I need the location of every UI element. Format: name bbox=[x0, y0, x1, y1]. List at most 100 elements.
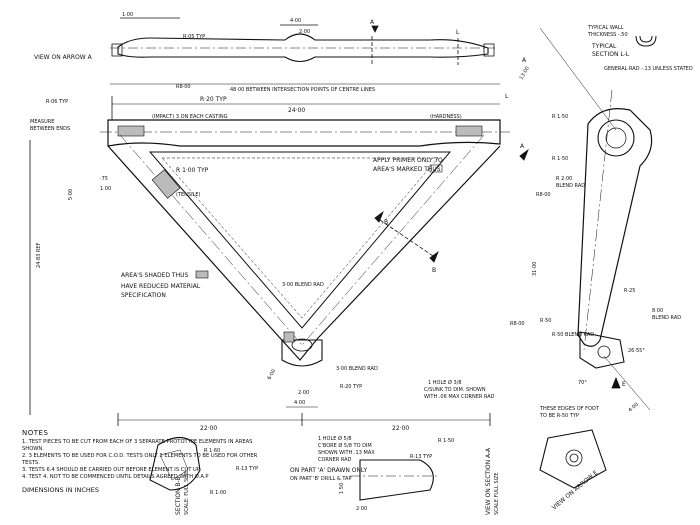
hole-b-3: SHOWN WITH .13 MAX bbox=[318, 450, 375, 456]
drawn-only-2: ON PART 'B' DRILL & TAP bbox=[290, 476, 351, 482]
dim-22-b: 22·00 bbox=[392, 425, 409, 432]
section-aa-scale: SCALE FULL SIZE bbox=[494, 472, 500, 515]
foot-note-2: TO BE R-50 TYP bbox=[539, 413, 579, 419]
r2-side: R 2·00 bbox=[556, 176, 572, 182]
r160-b: R 1·60 bbox=[204, 448, 220, 454]
section-bb-title: SECTION B-B bbox=[175, 476, 182, 515]
section-bb-scale: SCALE: FULL SIZE bbox=[184, 471, 190, 515]
view-arrow-a-title: VIEW ON ARROW A bbox=[34, 54, 93, 61]
section-aa-title: VIEW ON SECTION A-A bbox=[485, 447, 492, 515]
dim-4a: 4·00 bbox=[290, 18, 301, 24]
note-item: 2. 3 ELEMENTS TO BE USED FOR C.O.D. TEST… bbox=[22, 453, 258, 466]
hole-label-3: WITH .06 MAX CORNER RAD bbox=[424, 394, 495, 400]
side-view: TYPICAL WALL THICKNESS -.50 TYPICAL SECT… bbox=[505, 25, 693, 414]
primer-label-1: APPLY PRIMER ONLY TO bbox=[373, 157, 443, 164]
measure-label-2: BETWEEN ENDS bbox=[30, 126, 70, 132]
hole-b-1: 1 HOLE Ø 5/8 bbox=[318, 435, 352, 442]
section-ll-title-1: TYPICAL bbox=[591, 43, 617, 50]
dim-1-00-left: 1·00 bbox=[100, 186, 111, 192]
r8-blend-side: 8·00 bbox=[652, 308, 663, 314]
marker-b-2: B bbox=[432, 267, 436, 274]
marker-e: E bbox=[622, 381, 626, 388]
arrow-e-view: THESE EDGES OF FOOT TO BE R-50 TYP VIEW … bbox=[539, 406, 607, 512]
dim-24: 24·00 bbox=[288, 107, 305, 114]
notes-list: 1. TEST PIECES TO BE CUT FROM EACH OF 3 … bbox=[22, 439, 262, 481]
hole-label-2: C/SUNK TO DIM. SHOWN bbox=[424, 387, 486, 393]
note-item: 4. TEST 4. NOT TO BE COMMENCED UNTIL DET… bbox=[22, 474, 209, 480]
dim-r1-typ: R 1·00 TYP bbox=[176, 167, 209, 174]
primer-label-2: AREA'S MARKED THUS bbox=[373, 166, 441, 173]
r100-b: R 1·00 bbox=[210, 490, 226, 496]
blend-rad-side: R·50 BLEND RAD bbox=[552, 332, 594, 338]
deg-side: 26·55° bbox=[628, 348, 645, 354]
marker-a-right-2: A bbox=[522, 57, 527, 64]
dim-r8-top: R8·00 bbox=[176, 84, 191, 90]
general-rad: GENERAL RAD -.13 UNLESS STATED bbox=[604, 66, 693, 72]
dim-2b: 2·00 bbox=[298, 390, 309, 396]
section-ll-title-2: SECTION L-L bbox=[592, 51, 630, 58]
marker-a-top: A bbox=[370, 19, 375, 26]
marker-b-1: B bbox=[384, 219, 388, 226]
r13-b: R·13 TYP bbox=[236, 466, 258, 472]
note-item: 1. TEST PIECES TO BE CUT FROM EACH OF 3 … bbox=[22, 439, 253, 452]
r150-side: R 1·50 bbox=[552, 114, 568, 120]
hole-b-2: C'BORE Ø 5/8 TO DIM bbox=[318, 442, 372, 449]
blend-rad-top: BLEND RAD bbox=[556, 183, 585, 189]
shaded-label-3: SPECIFICATION bbox=[121, 292, 166, 299]
dim-6: 6·00 bbox=[267, 368, 278, 381]
dim-75-left: ·75 bbox=[100, 176, 108, 182]
hardness-label: (HARDNESS) bbox=[430, 114, 462, 120]
hole-label-1: 1 HOLE Ø 3/8 bbox=[428, 379, 462, 386]
main-view: R·20 TYP 24·00 R·06 TYP MEASURE BETWEEN … bbox=[29, 96, 510, 432]
r25-side: R·25 bbox=[624, 288, 635, 294]
dim-2c: 2·00 bbox=[356, 506, 367, 512]
drawn-only-1: ON PART 'A' DRAWN ONLY bbox=[290, 467, 367, 474]
r150-side-b: R 1·50 bbox=[552, 156, 568, 162]
marker-l-top: L bbox=[456, 29, 460, 36]
dim-4b: 4·00 bbox=[294, 400, 305, 406]
dim-48-between: 48·00 BETWEEN INTERSECTION POINTS OF CEN… bbox=[230, 87, 375, 93]
r20-typ-foot: R·20 TYP bbox=[340, 384, 362, 390]
dim-22-a: 22·00 bbox=[200, 425, 217, 432]
notes-panel: NOTES 1. TEST PIECES TO BE CUT FROM EACH… bbox=[22, 430, 262, 494]
notes-title: NOTES bbox=[22, 429, 49, 437]
dim-31: 31·00 bbox=[532, 262, 538, 276]
r8-side: R8·00 bbox=[536, 192, 551, 198]
marker-l-right: L bbox=[505, 93, 509, 100]
blend-3-label: 3·00 BLEND RAD bbox=[282, 282, 324, 288]
dim-r20-typ-main: R·20 TYP bbox=[200, 96, 227, 103]
typical-wall-2: THICKNESS -.50 bbox=[587, 32, 628, 38]
blend-3b-label: 3·00 BLEND RAD bbox=[336, 366, 378, 372]
tensile-label: (TENSILE) bbox=[176, 192, 200, 198]
foot-note-1: THESE EDGES OF FOOT bbox=[539, 406, 600, 412]
section-aa-view: 1 HOLE Ø 5/8 C'BORE Ø 5/8 TO DIM SHOWN W… bbox=[290, 435, 500, 515]
units-note: DIMENSIONS IN INCHES bbox=[22, 486, 99, 494]
top-view: VIEW ON ARROW A 4·00 2·00 R·05 TYP 1·00 … bbox=[34, 12, 500, 93]
dim-5-00: 5·00 bbox=[68, 189, 74, 200]
dim-1-50: 1·50 bbox=[339, 483, 345, 494]
impact-label: (IMPACT) 3 ON EACH CASTING bbox=[152, 114, 228, 120]
shaded-label-1: AREA'S SHADED THUS bbox=[121, 272, 188, 279]
r13-aa: R·13 TYP bbox=[410, 454, 432, 460]
section-bb-view: R 1·60 R 1·00 R·13 TYP SECTION B-B SCALE… bbox=[149, 436, 258, 515]
dim-13: 13·00 bbox=[519, 66, 531, 81]
dim-ref: 24·83 REF bbox=[36, 242, 42, 268]
dim-1-00: 1·00 bbox=[122, 12, 133, 18]
hole-b-4: CORNER RAD bbox=[318, 457, 352, 463]
dim-r06: R·06 TYP bbox=[46, 99, 68, 105]
note-item: 3. TESTS 6.4 SHOULD BE CARRIED OUT BEFOR… bbox=[22, 467, 201, 473]
deg-70: 70° bbox=[578, 380, 587, 386]
r50-side: R·50 bbox=[540, 318, 551, 324]
dim-4c: 4·00 bbox=[627, 402, 639, 414]
arrow-e-title: VIEW ON ARROW E bbox=[551, 469, 600, 511]
shaded-label-2: HAVE REDUCED MATERIAL bbox=[121, 283, 201, 290]
typical-wall-1: TYPICAL WALL bbox=[587, 25, 624, 31]
marker-a-right: A bbox=[520, 143, 525, 150]
measure-label-1: MEASURE bbox=[30, 119, 54, 125]
r8-blend-side-2: BLEND RAD bbox=[652, 315, 681, 321]
r150-aa: R 1·50 bbox=[438, 438, 454, 444]
r8b-side: R8·00 bbox=[510, 321, 525, 327]
dim-r05: R·05 TYP bbox=[183, 34, 205, 40]
dim-2a: 2·00 bbox=[299, 29, 310, 35]
